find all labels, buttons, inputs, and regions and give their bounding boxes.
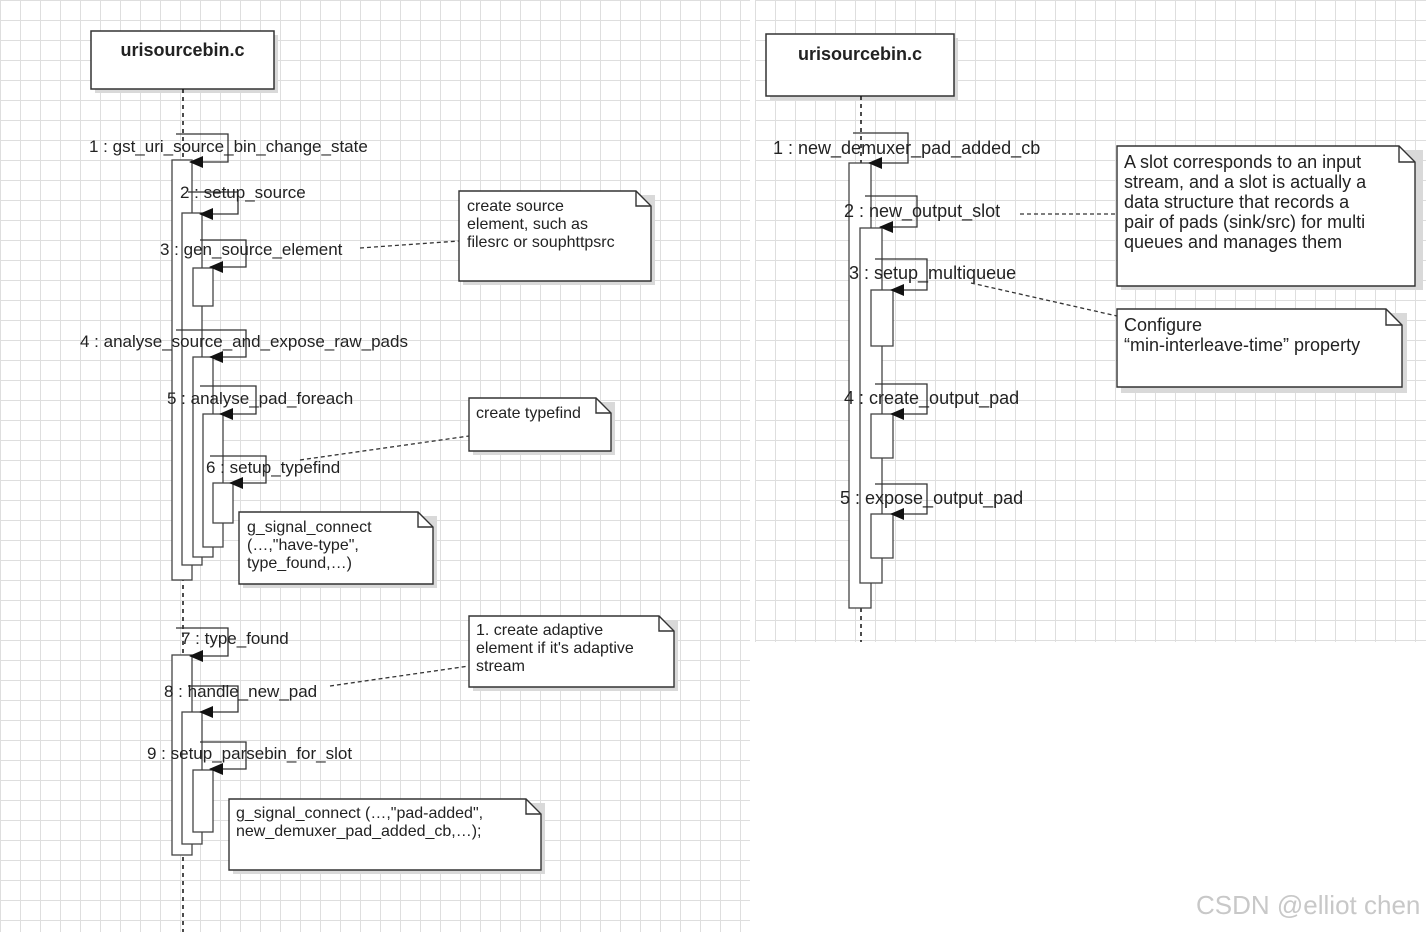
note-text: Configure “min-interleave-time” property (1124, 315, 1361, 355)
activation-bar (192, 769, 214, 833)
self-call-arrow (176, 133, 229, 168)
message-label: 4 : create_output_pad (844, 388, 1020, 408)
note-text: create source element, such as filesrc o… (467, 198, 615, 251)
message-label: 6 : setup_typefind (206, 458, 341, 477)
right-diagram-graphics (765, 33, 1423, 642)
message-label: 3 : setup_multiqueue (849, 263, 1017, 283)
self-call-arrow (865, 195, 918, 233)
message-label: 4 : analyse_source_and_expose_raw_pads (80, 332, 408, 351)
message-label: 8 : handle_new_pad (164, 682, 318, 701)
lifeline-box (765, 33, 955, 97)
note-text: g_signal_connect (…,"have-type", type_fo… (247, 519, 372, 572)
message-label: 5 : analyse_pad_foreach (167, 389, 354, 408)
self-call-arrow (188, 191, 239, 220)
lifeline-title: urisourcebin.c (120, 40, 245, 60)
activation-bar (212, 482, 234, 524)
activation-bar (870, 289, 894, 347)
left-diagram-canvas: urisourcebin.c 1 : gst_uri_source_bin_ch… (0, 0, 750, 932)
lifeline-box (90, 30, 275, 90)
note-shapes (1116, 145, 1423, 393)
message-label: 3 : gen_source_element (160, 240, 343, 259)
self-call-arrow (875, 383, 928, 420)
message-label: 1 : new_demuxer_pad_added_cb (773, 138, 1041, 158)
message-label: 2 : setup_source (180, 183, 306, 202)
self-call-arrow (875, 258, 928, 296)
message-label: 9 : setup_parsebin_for_slot (147, 744, 353, 763)
self-call-arrow (853, 132, 909, 169)
self-call-arrow (875, 483, 928, 520)
note-text: 1. create adaptive element if it's adapt… (476, 622, 634, 675)
message-label: 7 : type_found (181, 629, 289, 648)
self-call-arrow (188, 685, 239, 718)
left-diagram-graphics (90, 30, 678, 932)
self-call-arrow (210, 455, 267, 489)
message-label: 2 : new_output_slot (844, 201, 1001, 221)
self-call-arrow (200, 239, 247, 273)
self-call-arrow (176, 627, 229, 662)
note-text: A slot corresponds to an input stream, a… (1124, 152, 1367, 252)
note-text: create typefind (476, 405, 581, 422)
activation-bar (202, 413, 224, 548)
self-call-arrow (200, 385, 257, 420)
activation-bar (870, 413, 894, 459)
activation-bar (870, 513, 894, 559)
self-call-arrow (176, 329, 247, 363)
right-diagram-canvas: urisourcebin.c 1 : new_demuxer_pad_added… (755, 0, 1426, 642)
note-connectors (970, 213, 1118, 317)
activation-bar (192, 267, 214, 307)
watermark: CSDN @elliot chen (1196, 890, 1421, 920)
self-call-arrow (200, 741, 247, 775)
message-label: 5 : expose_output_pad (840, 488, 1024, 508)
note-text: g_signal_connect (…,"pad-added", new_dem… (236, 805, 484, 840)
note-shapes (228, 190, 678, 874)
message-label: 1 : gst_uri_source_bin_change_state (89, 137, 368, 156)
lifeline-title: urisourcebin.c (797, 44, 923, 64)
note-connectors (299, 240, 470, 687)
